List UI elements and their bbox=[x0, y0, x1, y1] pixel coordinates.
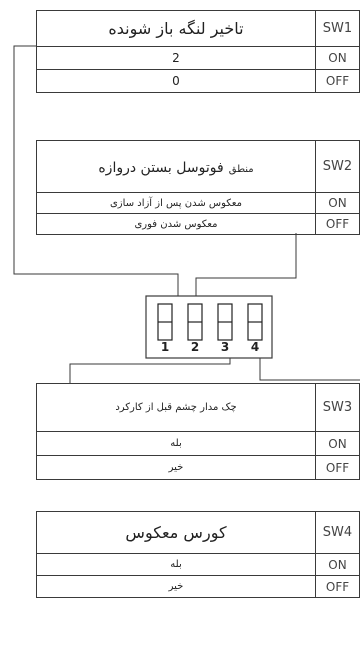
sw3-title: چک مدار چشم قبل از کارکرد bbox=[36, 383, 316, 432]
sw2-title: منطق فوتوسل بستن دروازه bbox=[36, 140, 316, 193]
sw2-label: SW2 bbox=[315, 140, 360, 193]
sw1-label: SW1 bbox=[315, 10, 360, 47]
sw3-table: چک مدار چشم قبل از کارکرد SW3 بله ON خیر… bbox=[36, 383, 360, 480]
wire-sw4 bbox=[259, 358, 360, 381]
sw4-off-value: خیر bbox=[36, 575, 316, 598]
dip-number-1: 1 bbox=[160, 340, 170, 354]
sw2-on-state: ON bbox=[315, 192, 360, 214]
sw2-table: منطق فوتوسل بستن دروازه SW2 معکوس شدن پس… bbox=[36, 140, 360, 235]
sw2-title-main: فوتوسل بستن دروازه bbox=[98, 160, 224, 176]
sw4-table: کورس معکوس SW4 بله ON خیر OFF bbox=[36, 511, 360, 598]
sw1-table: تاخیر لنگه باز شونده SW1 2 ON 0 OFF bbox=[36, 10, 360, 93]
wire-sw3 bbox=[69, 358, 231, 383]
sw3-off-state: OFF bbox=[315, 455, 360, 480]
dip-number-4: 4 bbox=[250, 340, 260, 354]
sw4-title: کورس معکوس bbox=[36, 511, 316, 554]
sw4-on-state: ON bbox=[315, 553, 360, 576]
wire-sw1 bbox=[13, 45, 179, 296]
wire-sw2 bbox=[195, 233, 297, 296]
dip-number-3: 3 bbox=[220, 340, 230, 354]
sw1-off-state: OFF bbox=[315, 69, 360, 93]
sw2-title-prefix: منطق bbox=[228, 164, 254, 175]
sw4-off-state: OFF bbox=[315, 575, 360, 598]
sw2-off-state: OFF bbox=[315, 213, 360, 235]
sw1-title: تاخیر لنگه باز شونده bbox=[36, 10, 316, 47]
sw1-off-value: 0 bbox=[36, 69, 316, 93]
dip-number-2: 2 bbox=[190, 340, 200, 354]
sw3-label: SW3 bbox=[315, 383, 360, 432]
